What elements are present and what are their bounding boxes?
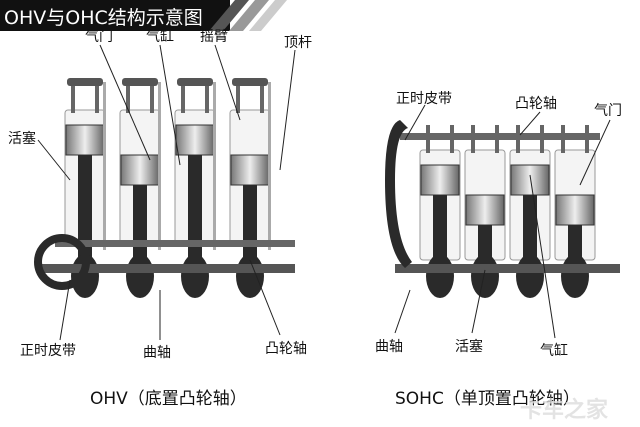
camshaft bbox=[400, 133, 600, 140]
connecting-rod bbox=[523, 195, 537, 268]
crankshaft bbox=[395, 264, 620, 273]
leader-line bbox=[159, 44, 181, 166]
crank-counterweight bbox=[516, 254, 544, 298]
piston bbox=[175, 124, 215, 156]
leader-line bbox=[579, 119, 611, 186]
crank-counterweight bbox=[126, 254, 154, 298]
leader-line bbox=[404, 104, 426, 141]
piston bbox=[465, 194, 505, 226]
piston bbox=[420, 164, 460, 196]
leader-line bbox=[249, 259, 281, 336]
piston bbox=[555, 194, 595, 226]
piston bbox=[120, 154, 160, 186]
leader-line bbox=[519, 111, 541, 136]
ohv-caption: OHV（底置凸轮轴） bbox=[90, 389, 247, 409]
ohv-label-valve: 气门 bbox=[85, 29, 113, 45]
ohv-label-rocker-arm: 摇臂 bbox=[200, 29, 228, 45]
pushrod bbox=[268, 82, 271, 250]
valve bbox=[260, 85, 264, 113]
rocker-arm bbox=[122, 78, 158, 86]
crank-counterweight bbox=[471, 254, 499, 298]
timing-belt bbox=[385, 120, 412, 268]
valve bbox=[71, 85, 75, 113]
crank-counterweight bbox=[561, 254, 589, 298]
pushrod bbox=[103, 82, 106, 250]
valve bbox=[236, 85, 240, 113]
sohc-caption: SOHC（单顶置凸轮轴） bbox=[395, 389, 580, 409]
piston bbox=[230, 154, 270, 186]
piston bbox=[65, 124, 105, 156]
leader-line bbox=[37, 139, 71, 181]
valve bbox=[205, 85, 209, 113]
connecting-rod bbox=[133, 185, 147, 268]
ohv-label-cylinder: 气缸 bbox=[146, 29, 174, 45]
sohc-label-crankshaft: 曲轴 bbox=[375, 339, 403, 355]
leader-line bbox=[99, 44, 151, 161]
leader-line bbox=[471, 269, 486, 334]
valve bbox=[126, 85, 130, 113]
rocker-arm bbox=[67, 78, 103, 86]
leader-line bbox=[279, 49, 296, 171]
sohc-label-camshaft: 凸轮轴 bbox=[515, 96, 557, 112]
camshaft bbox=[55, 240, 295, 247]
sohc-label-cylinder: 气缸 bbox=[540, 343, 568, 359]
sohc-label-piston: 活塞 bbox=[455, 339, 483, 355]
ohv-label-piston: 活塞 bbox=[8, 131, 36, 147]
rocker-arm bbox=[177, 78, 213, 86]
watermark: 卡车之家 bbox=[520, 398, 609, 423]
sohc-label-valve: 气门 bbox=[594, 103, 622, 119]
piston bbox=[510, 164, 550, 196]
valve bbox=[150, 85, 154, 113]
crankshaft bbox=[40, 264, 295, 273]
leader-line bbox=[214, 44, 241, 121]
leader-line bbox=[529, 174, 556, 339]
connecting-rod bbox=[243, 185, 257, 268]
timing-gear bbox=[34, 234, 90, 290]
connecting-rod bbox=[78, 155, 92, 268]
title-bar bbox=[0, 0, 230, 31]
valve bbox=[181, 85, 185, 113]
leader-line bbox=[394, 289, 411, 334]
pushrod bbox=[213, 82, 216, 250]
crank-counterweight bbox=[426, 254, 454, 298]
connecting-rod bbox=[188, 155, 202, 268]
page-title: OHV与OHC结构示意图 bbox=[4, 7, 203, 29]
ohv-label-timing-belt: 正时皮带 bbox=[20, 343, 76, 359]
ohv-label-pushrod: 顶杆 bbox=[284, 35, 312, 51]
crank-counterweight bbox=[181, 254, 209, 298]
connecting-rod bbox=[433, 195, 447, 268]
ohv-label-camshaft: 凸轮轴 bbox=[265, 341, 307, 357]
pushrod bbox=[158, 82, 161, 250]
rocker-arm bbox=[232, 78, 268, 86]
valve bbox=[95, 85, 99, 113]
leader-line bbox=[59, 279, 71, 341]
ohv-label-crankshaft: 曲轴 bbox=[143, 345, 171, 361]
sohc-label-timing-belt: 正时皮带 bbox=[396, 91, 452, 107]
